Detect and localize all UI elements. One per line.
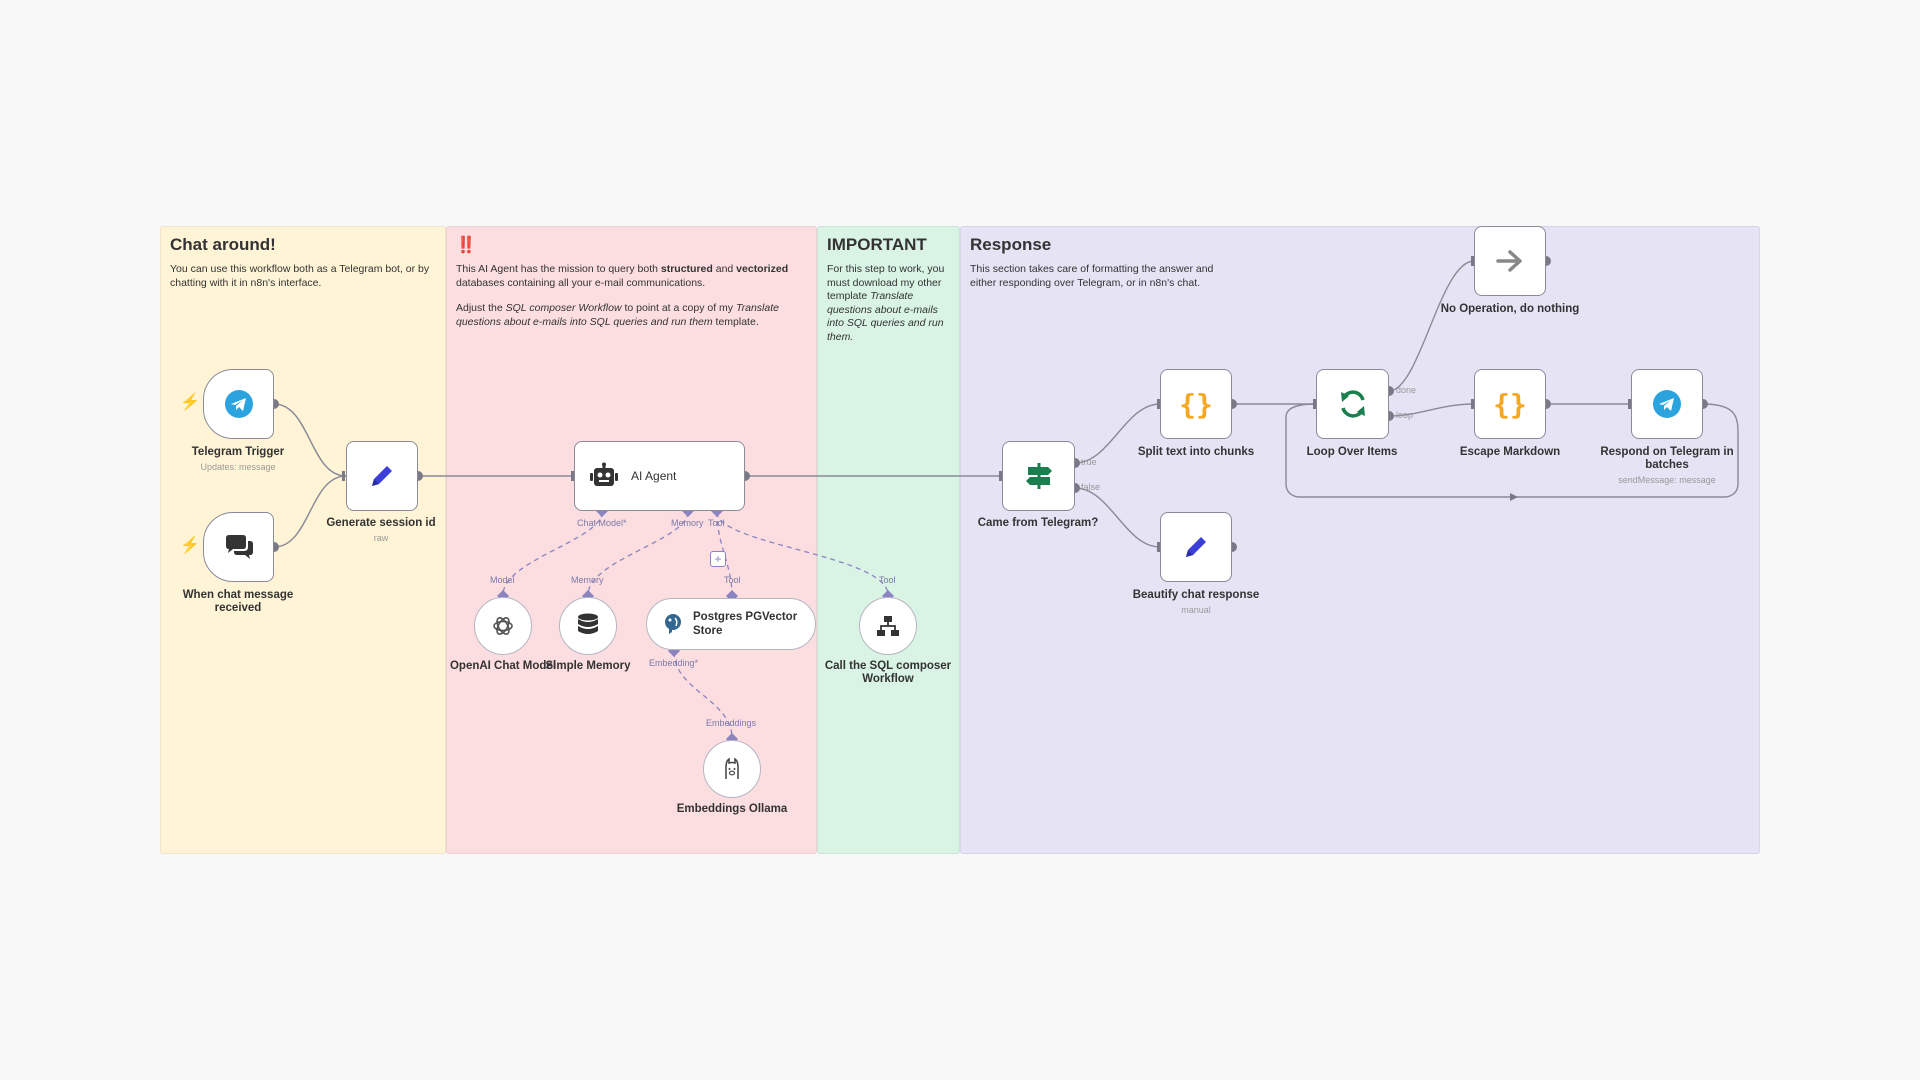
node-title: Postgres PGVector Store	[693, 611, 798, 637]
robot-icon	[590, 462, 618, 486]
node-label: Came from Telegram?	[977, 517, 1099, 529]
node-title: AI Agent	[631, 469, 677, 483]
node-chat-trigger[interactable]	[203, 512, 274, 582]
node-came-from-telegram[interactable]	[1002, 441, 1075, 511]
note-title: IMPORTANT	[827, 235, 927, 254]
node-generate-session-id[interactable]	[346, 441, 418, 511]
workflow-icon	[877, 616, 899, 636]
connection	[716, 511, 733, 596]
node-label: Embeddings Ollama	[676, 803, 788, 815]
note-title: Chat around!	[170, 235, 276, 254]
node-split-text[interactable]: {}	[1160, 369, 1232, 439]
node-telegram-trigger[interactable]	[203, 369, 274, 439]
trigger-bolt-icon: ⚡	[180, 394, 200, 411]
note-title: Response	[970, 235, 1052, 254]
connection	[273, 403, 347, 477]
note-title: ‼️	[456, 237, 476, 254]
port-label-true: true	[1081, 457, 1097, 467]
port-label-memory: Memory	[671, 518, 704, 528]
node-label: When chat message received	[182, 589, 294, 614]
node-loop-over-items[interactable]	[1316, 369, 1389, 439]
connection	[1388, 403, 1475, 417]
connection	[1388, 260, 1475, 392]
node-openai-chat-model[interactable]	[474, 597, 532, 655]
connection	[1285, 403, 1739, 498]
connection	[1074, 487, 1161, 548]
pencil-icon	[372, 466, 392, 486]
port-label-memory: Memory	[571, 575, 604, 585]
code-braces-icon: {}	[1179, 387, 1213, 421]
connection	[716, 511, 889, 596]
chat-bubbles-icon	[225, 535, 253, 559]
port-label-tool: Tool	[879, 575, 896, 585]
database-icon	[578, 613, 598, 634]
port-label-model: Model	[490, 575, 515, 585]
connection	[502, 511, 603, 596]
node-label: Loop Over Items	[1306, 446, 1398, 458]
node-label: Call the SQL composer Workflow	[824, 660, 952, 685]
node-label: Escape Markdown	[1459, 446, 1561, 458]
node-beautify-chat-response[interactable]	[1160, 512, 1232, 582]
node-ai-agent[interactable]: AI Agent	[574, 441, 745, 511]
connection	[587, 511, 689, 596]
port-label-chat-model: Chat Model*	[577, 518, 627, 528]
node-label: OpenAI Chat Model	[449, 660, 557, 672]
node-simple-memory[interactable]	[559, 597, 617, 655]
port-label-done: done	[1396, 385, 1417, 395]
node-postgres-pgvector[interactable]: Postgres PGVector Store	[646, 598, 816, 650]
arrow-right-icon	[1496, 250, 1522, 272]
note-text: For this step to work, you must download…	[827, 263, 945, 343]
note-text: Adjust the SQL composer Workflow to poin…	[456, 302, 779, 328]
trigger-bolt-icon: ⚡	[180, 537, 200, 554]
port-label-tool: Tool	[724, 575, 741, 585]
telegram-icon	[1653, 390, 1681, 418]
add-tool-button[interactable]: +	[710, 551, 726, 567]
sticky-note-agent[interactable]: ‼️ This AI Agent has the mission to quer…	[446, 226, 817, 854]
node-call-sql-workflow[interactable]	[859, 597, 917, 655]
node-label: Split text into chunks	[1137, 446, 1255, 458]
node-no-operation[interactable]	[1474, 226, 1546, 296]
connection	[673, 651, 733, 739]
port-label-embedding: Embedding*	[649, 658, 699, 668]
node-label: Simple Memory	[545, 660, 631, 672]
connection	[273, 475, 347, 548]
postgres-icon	[665, 614, 681, 634]
port-label-tool: Tool	[708, 518, 725, 528]
connection	[1074, 403, 1161, 464]
note-text: This section takes care of formatting th…	[970, 263, 1214, 289]
ollama-icon	[725, 757, 739, 779]
telegram-icon	[224, 390, 253, 418]
openai-icon	[493, 617, 513, 635]
sticky-note-response[interactable]: Response This section takes care of form…	[960, 226, 1760, 854]
note-text: This AI Agent has the mission to query b…	[456, 263, 789, 289]
pencil-icon	[1186, 537, 1206, 557]
loop-back-arrow	[1510, 493, 1518, 501]
port-label-loop: loop	[1396, 410, 1414, 420]
node-label: No Operation, do nothing	[1440, 303, 1580, 315]
signpost-icon	[1025, 463, 1052, 489]
code-braces-icon: {}	[1493, 387, 1527, 421]
node-respond-telegram[interactable]	[1631, 369, 1703, 439]
sticky-note-important[interactable]: IMPORTANT For this step to work, you mus…	[817, 226, 960, 854]
port-label-false: false	[1081, 482, 1101, 492]
loop-icon	[1340, 390, 1365, 418]
node-escape-markdown[interactable]: {}	[1474, 369, 1546, 439]
port-label-embeddings: Embeddings	[706, 718, 757, 728]
node-embeddings-ollama[interactable]	[703, 740, 761, 798]
note-text: You can use this workflow both as a Tele…	[170, 263, 430, 289]
